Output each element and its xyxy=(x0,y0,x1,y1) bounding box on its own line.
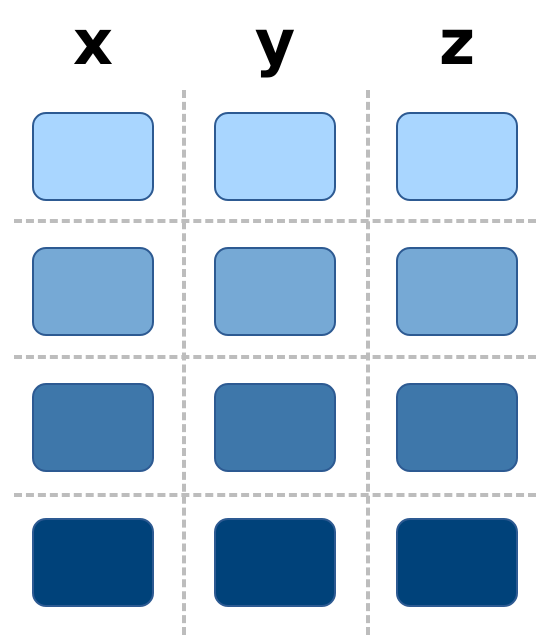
cell-x-row-3 xyxy=(32,383,154,472)
cell-y-row-2 xyxy=(214,247,336,336)
cell-z-row-2 xyxy=(396,247,518,336)
column-divider xyxy=(366,90,370,635)
cell-y-row-3 xyxy=(214,383,336,472)
cell-x-row-2 xyxy=(32,247,154,336)
cell-x-row-1 xyxy=(32,112,154,201)
cell-y-row-4 xyxy=(214,518,336,607)
cell-y-row-1 xyxy=(214,112,336,201)
row-divider xyxy=(14,219,536,223)
column-header-z: z xyxy=(438,6,476,79)
cell-z-row-3 xyxy=(396,383,518,472)
column-header-y: y xyxy=(254,6,296,79)
row-divider xyxy=(14,355,536,359)
cell-x-row-4 xyxy=(32,518,154,607)
column-header-x: x xyxy=(73,6,113,79)
cell-z-row-4 xyxy=(396,518,518,607)
cell-z-row-1 xyxy=(396,112,518,201)
row-divider xyxy=(14,493,536,497)
column-divider xyxy=(182,90,186,635)
